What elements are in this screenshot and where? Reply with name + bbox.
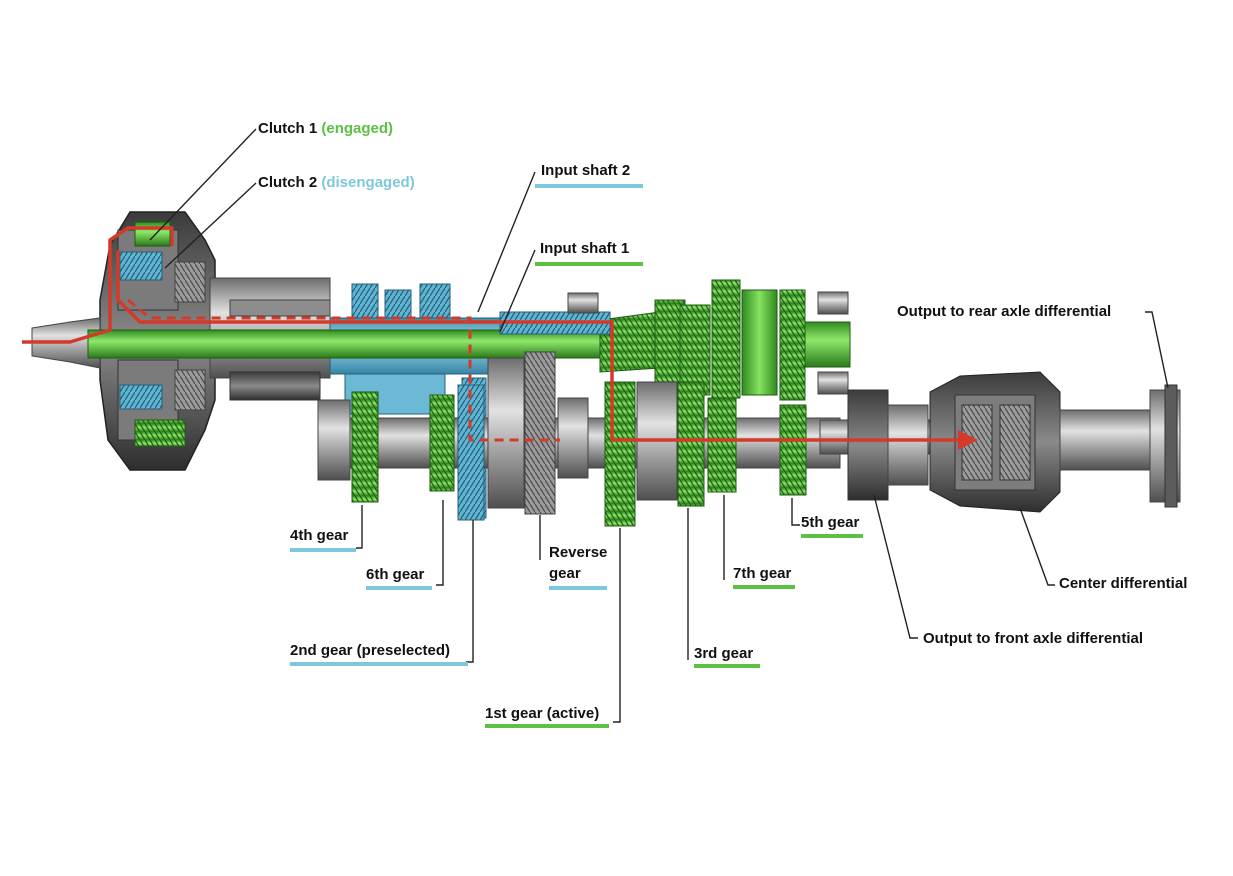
center-differential-label: Center differential xyxy=(1059,575,1188,592)
lower-gear-1st xyxy=(604,381,636,527)
clutch-2-plates xyxy=(119,251,163,410)
clutch-1-name: Clutch 1 xyxy=(258,120,318,137)
gear-5th-underline xyxy=(801,534,863,538)
power-flow-preselected xyxy=(127,298,560,442)
intermediate-housing xyxy=(209,277,331,401)
gear-5th-label: 5th gear xyxy=(801,514,860,531)
rear-output-flange xyxy=(1059,384,1181,508)
reverse-gear-underline xyxy=(549,586,607,590)
upper-gear-cluster xyxy=(567,279,851,401)
gear-4th-underline xyxy=(290,548,356,552)
gear-6th-label: 6th gear xyxy=(366,566,425,583)
lower-gear-5th xyxy=(779,404,807,496)
gear-6th-underline xyxy=(366,586,432,590)
power-flow-active xyxy=(22,226,960,442)
gear-2nd-underline xyxy=(290,662,468,666)
input-shaft-2-label: Input shaft 2 xyxy=(541,162,631,179)
gear-7th-underline xyxy=(733,585,795,589)
lower-gear-3rd xyxy=(677,381,705,507)
power-flow-arrowhead xyxy=(958,430,978,450)
clutch-2-label: Clutch 2 (disengaged) xyxy=(258,174,415,192)
reverse-gear-label-line1: Reverse xyxy=(549,544,608,561)
clutch-2-name: Clutch 2 xyxy=(258,174,318,191)
gear-2nd-label: 2nd gear (preselected) xyxy=(290,642,451,659)
gear-4th-label: 4th gear xyxy=(290,527,349,544)
input-shaft-1-underline xyxy=(535,262,643,266)
center-differential-housing xyxy=(929,371,1061,513)
lower-synchronizer xyxy=(487,351,589,515)
lower-gear-6th xyxy=(429,394,455,492)
leader-lines xyxy=(149,128,1169,723)
clutch-1-state: (engaged) xyxy=(321,120,394,137)
input-shaft-1-label: Input shaft 1 xyxy=(540,240,630,257)
gear-1st-underline xyxy=(485,724,609,728)
clutch-2-state: (disengaged) xyxy=(321,174,415,191)
gear-3rd-label: 3rd gear xyxy=(694,645,754,662)
output-rear-label: Output to rear axle differential xyxy=(897,303,1112,320)
clutch-springs xyxy=(174,261,206,411)
clutch-1-label: Clutch 1 (engaged) xyxy=(258,120,393,138)
lower-gear-7th xyxy=(707,397,737,493)
lower-gear-4th xyxy=(351,391,379,503)
input-shaft-1 xyxy=(87,311,661,373)
gear-7th-label: 7th gear xyxy=(733,565,792,582)
input-shaft-2-underline xyxy=(535,184,643,188)
reverse-gear-label-line2: gear xyxy=(549,565,581,582)
gear-1st-label: 1st gear (active) xyxy=(485,705,600,722)
gear-3rd-underline xyxy=(694,664,760,668)
output-front-label: Output to front axle differential xyxy=(923,630,1143,647)
